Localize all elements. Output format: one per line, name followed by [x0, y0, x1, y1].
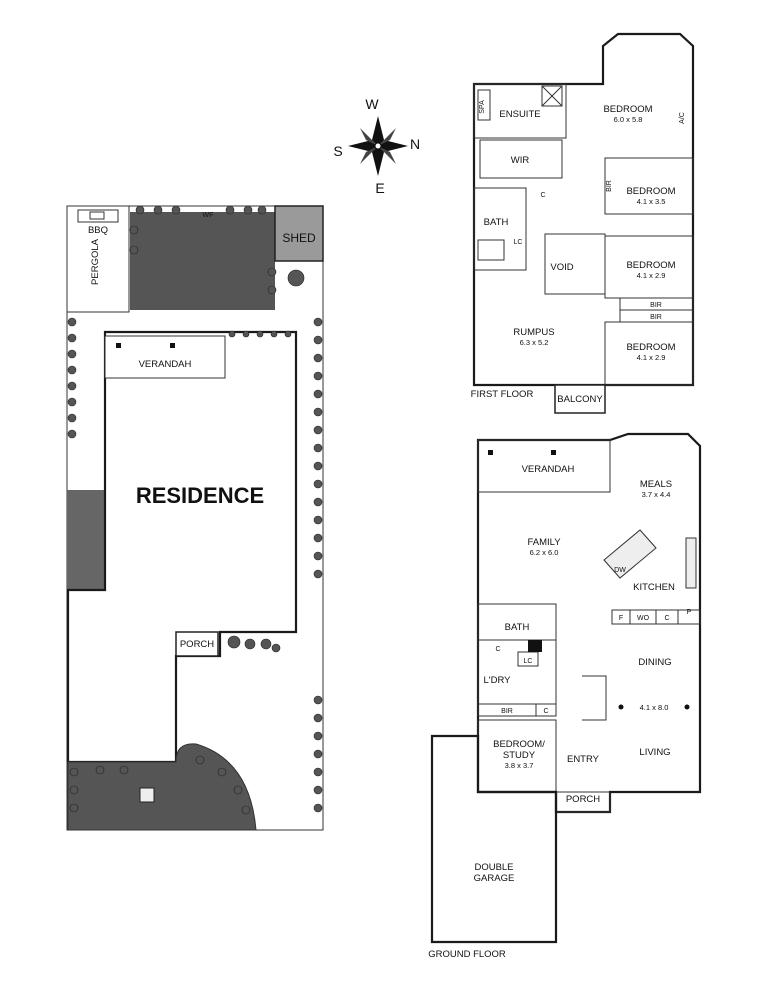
ff-wir: WIR	[511, 155, 530, 166]
ff-bedroom2: BEDROOM	[626, 186, 675, 197]
gf-c3: C	[543, 708, 548, 715]
gf-f: F	[619, 615, 623, 622]
gf-living: LIVING	[639, 747, 670, 758]
compass-west: W	[365, 96, 379, 112]
gf-kitchen: KITCHEN	[633, 582, 675, 593]
bbq-label: BBQ	[88, 225, 108, 236]
ff-ensuite: ENSUITE	[499, 109, 540, 120]
gf-wo: WO	[637, 615, 650, 622]
gf-bedroom-study-2: STUDY	[503, 750, 536, 761]
gf-p: P	[687, 609, 692, 616]
ff-bir-b: BIR	[650, 314, 662, 321]
ff-bedroom4: BEDROOM	[626, 342, 675, 353]
gf-lc: LC	[524, 658, 533, 665]
ff-c: C	[540, 192, 545, 199]
ff-spa: SPA	[479, 100, 486, 114]
gf-family-dims: 6.2 x 6.0	[530, 548, 559, 557]
site-porch-label: PORCH	[180, 639, 214, 650]
ff-bedroom3: BEDROOM	[626, 260, 675, 271]
first-floor-plan	[472, 32, 695, 414]
site-plan	[66, 205, 324, 831]
gf-porch: PORCH	[566, 794, 600, 805]
pergola-label: PERGOLA	[90, 238, 101, 285]
ff-rumpus: RUMPUS	[513, 327, 554, 338]
ff-rumpus-dims: 6.3 x 5.2	[520, 338, 549, 347]
compass-south: S	[333, 143, 342, 159]
gf-meals: MEALS	[640, 479, 672, 490]
gf-bedroom-study-dims: 3.8 x 3.7	[505, 761, 534, 770]
ff-bedroom2-dims: 4.1 x 3.5	[637, 197, 666, 206]
compass-rose	[348, 116, 408, 176]
ff-void: VOID	[550, 262, 573, 273]
gf-garage-2: GARAGE	[474, 873, 515, 884]
compass-north: N	[410, 136, 420, 152]
gf-verandah: VERANDAH	[522, 464, 575, 475]
gf-dining: DINING	[638, 657, 671, 668]
gf-c: C	[664, 615, 669, 622]
ff-bir-a: BIR	[650, 302, 662, 309]
gf-dw: DW	[614, 567, 626, 574]
ff-lc: LC	[514, 239, 523, 246]
gf-c2: C	[495, 646, 500, 653]
ff-bedroom4-dims: 4.1 x 2.9	[637, 353, 666, 362]
ff-bir-vertical: BIR	[606, 180, 613, 192]
gf-ldry: L'DRY	[484, 675, 512, 686]
gf-meals-dims: 3.7 x 4.4	[642, 490, 671, 499]
ground-floor-title: GROUND FLOOR	[428, 949, 506, 960]
shed-label: SHED	[282, 231, 316, 245]
ff-main-bedroom: BEDROOM	[603, 104, 652, 115]
gf-entry: ENTRY	[567, 754, 600, 765]
gf-family: FAMILY	[527, 537, 561, 548]
compass-east: E	[375, 180, 384, 196]
ff-main-bedroom-dims: 6.0 x 5.8	[614, 115, 643, 124]
ff-bath: BATH	[484, 217, 509, 228]
gf-dining-dims: 4.1 x 8.0	[640, 703, 669, 712]
ff-balcony: BALCONY	[557, 394, 603, 405]
residence-label: RESIDENCE	[136, 483, 264, 508]
site-verandah-label: VERANDAH	[139, 359, 192, 370]
gf-garage-1: DOUBLE	[474, 862, 513, 873]
first-floor-title: FIRST FLOOR	[471, 389, 534, 400]
ground-floor-plan	[430, 432, 702, 944]
ff-ac: A/C	[679, 112, 686, 124]
gf-bir: BIR	[501, 708, 513, 715]
gf-bedroom-study-1: BEDROOM/	[493, 739, 545, 750]
ff-bedroom3-dims: 4.1 x 2.9	[637, 271, 666, 280]
gf-bath: BATH	[505, 622, 530, 633]
wf-label: WF	[203, 212, 214, 219]
